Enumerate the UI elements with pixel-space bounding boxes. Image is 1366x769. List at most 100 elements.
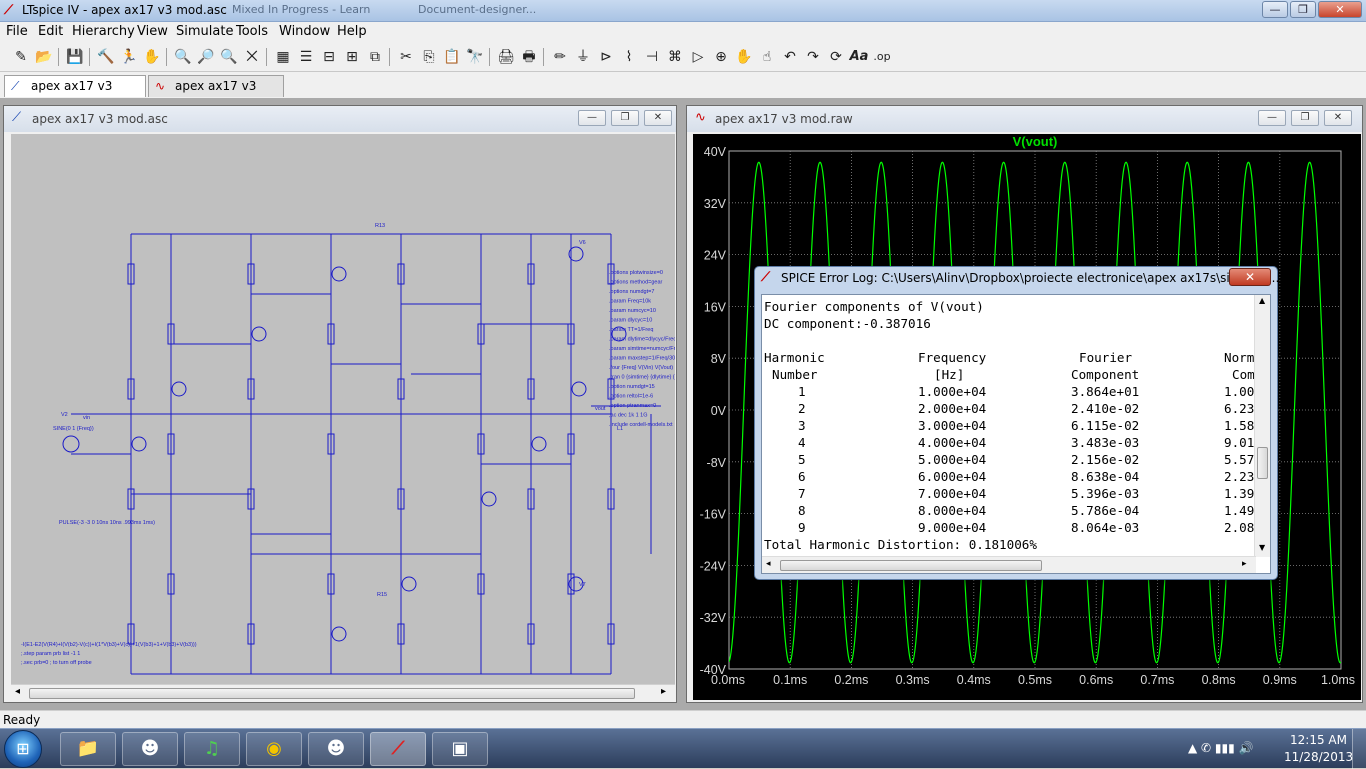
taskbar-music-icon[interactable]: ♫ (184, 732, 240, 766)
resistor-symbol[interactable] (397, 623, 405, 645)
spice-directive[interactable]: .param TT=1/Freq (609, 327, 653, 333)
transistor-symbol[interactable] (131, 436, 147, 452)
spice-directive[interactable]: .param Freq=10k (609, 299, 651, 305)
dialog-close-button[interactable]: ✕ (1229, 268, 1271, 286)
resistor-symbol[interactable] (247, 623, 255, 645)
capacitor-icon[interactable]: ⊣ (645, 49, 659, 65)
spice-directive[interactable]: .option ptranmax=0 (609, 403, 656, 409)
resistor-symbol[interactable] (127, 263, 135, 285)
schematic-window-titlebar[interactable]: ⟋ apex ax17 v3 mod.asc — ❐ ✕ (4, 106, 676, 132)
spice-directive[interactable]: .options numdgt=7 (609, 289, 654, 295)
paste-icon[interactable]: 📋 (443, 49, 461, 65)
show-desktop-button[interactable] (1352, 729, 1366, 769)
resistor-symbol[interactable] (477, 433, 485, 455)
resistor-symbol[interactable] (247, 263, 255, 285)
start-button[interactable]: ⊞ (4, 730, 42, 768)
schematic-label[interactable]: R15 (377, 592, 387, 598)
resistor-symbol[interactable] (167, 323, 175, 345)
spice-directive[interactable]: .options plotwinsize=0 (609, 270, 663, 276)
zoom-in-icon[interactable]: 🔍 (174, 49, 192, 65)
transistor-symbol[interactable] (331, 626, 347, 642)
waveform-window-titlebar[interactable]: ∿ apex ax17 v3 mod.raw — ❐ ✕ (687, 106, 1362, 132)
spice-directive[interactable]: ;ac dec 1k 1 1G (609, 413, 648, 419)
copy-icon[interactable]: ⎘ (423, 49, 435, 65)
resistor-symbol[interactable] (527, 488, 535, 510)
spice-directive[interactable]: .param numcyc=10 (609, 308, 656, 314)
resistor-symbol[interactable] (607, 623, 615, 645)
schematic-label[interactable]: vin (83, 415, 90, 421)
resistor-symbol[interactable] (327, 573, 335, 595)
halt-icon[interactable]: ✋ (143, 49, 161, 65)
scroll-up-arrow-icon[interactable]: ▲ (1259, 296, 1266, 305)
taskbar-explorer-icon[interactable]: 📁 (60, 732, 116, 766)
transistor-symbol[interactable] (611, 326, 627, 342)
spice-directive-icon[interactable]: .op (873, 50, 891, 63)
print-icon[interactable]: 🖶 (522, 49, 536, 65)
system-tray-icons[interactable]: ▲ ✆ ▮▮▮ 🔊 (1188, 741, 1254, 755)
schematic-restore-button[interactable]: ❐ (611, 110, 639, 126)
scroll-right-arrow-icon[interactable]: ▸ (1242, 559, 1247, 569)
transistor-symbol[interactable] (571, 381, 587, 397)
schematic-minimize-button[interactable]: — (578, 110, 606, 126)
tile-vertical-icon[interactable]: ⊟ (323, 49, 335, 65)
inductor-icon[interactable]: ⌘ (668, 49, 682, 65)
waveform-minimize-button[interactable]: — (1258, 110, 1286, 126)
voltage-source-symbol[interactable] (568, 246, 584, 262)
menu-view[interactable]: View (137, 24, 168, 39)
resistor-symbol[interactable] (127, 488, 135, 510)
spice-directive[interactable]: .four {Freq} V(Vin) V(Vout) (609, 365, 673, 371)
app-titlebar[interactable]: ⟋ LTspice IV - apex ax17 v3 mod.asc Mixe… (0, 0, 1366, 22)
find-icon[interactable]: 🔭 (466, 49, 484, 65)
resistor-symbol[interactable] (477, 573, 485, 595)
cascade-icon[interactable]: ⊞ (346, 49, 358, 65)
resistor-symbol[interactable] (247, 488, 255, 510)
schematic-drawing[interactable]: .options plotwinsize=0.options method=ge… (11, 134, 698, 684)
resistor-symbol[interactable] (567, 433, 575, 455)
menu-edit[interactable]: Edit (38, 24, 64, 39)
spice-directive[interactable]: .param maxstep=1/Freq/300 (609, 356, 678, 362)
maximize-button[interactable]: ❐ (1290, 1, 1316, 18)
waveform-close-button[interactable]: ✕ (1324, 110, 1352, 126)
redo-icon[interactable]: ↷ (807, 49, 819, 65)
transistor-symbol[interactable] (171, 381, 187, 397)
schematic-label[interactable]: V2 (61, 412, 68, 418)
menu-window[interactable]: Window (279, 24, 331, 39)
control-panel-icon[interactable]: 🔨 (97, 49, 115, 65)
resistor-symbol[interactable] (397, 263, 405, 285)
resistor-symbol[interactable] (567, 323, 575, 345)
transistor-symbol[interactable] (401, 576, 417, 592)
autorange-icon[interactable]: ▦ (276, 49, 290, 65)
resistor-symbol[interactable] (397, 378, 405, 400)
diode-icon[interactable]: ▷ (692, 49, 704, 65)
resistor-symbol[interactable] (397, 488, 405, 510)
component-icon[interactable]: ⊕ (715, 49, 727, 65)
scroll-down-arrow-icon[interactable]: ▼ (1259, 543, 1266, 552)
resistor-symbol[interactable] (607, 378, 615, 400)
resistor-symbol[interactable] (527, 378, 535, 400)
resistor-symbol[interactable] (327, 433, 335, 455)
taskbar-messenger-icon[interactable]: ☻ (308, 732, 364, 766)
draw-wire-icon[interactable]: ✏ (554, 49, 566, 65)
move-icon[interactable]: ✋ (735, 49, 753, 65)
voltage-source-symbol[interactable] (62, 435, 80, 453)
taskbar-ltspice-icon[interactable]: ⟋ (370, 732, 426, 766)
schematic-close-button[interactable]: ✕ (644, 110, 672, 126)
spice-directive[interactable]: .param simtime=numcyc/Freq (609, 346, 682, 352)
transistor-symbol[interactable] (531, 436, 547, 452)
scroll-left-arrow-icon[interactable]: ◂ (15, 686, 21, 697)
dialog-vscroll-thumb[interactable] (1257, 447, 1268, 479)
schematic-label[interactable]: V7 (579, 582, 586, 588)
resistor-symbol[interactable] (327, 323, 335, 345)
clock-time[interactable]: 12:15 AM (1290, 733, 1347, 747)
schematic-label[interactable]: R13 (375, 223, 385, 229)
schematic-window[interactable]: ⟋ apex ax17 v3 mod.asc — ❐ ✕ .options pl… (3, 105, 698, 703)
new-schematic-icon[interactable]: ✎ (15, 49, 27, 65)
cut-icon[interactable]: ✂ (400, 49, 412, 65)
print-setup-icon[interactable]: 🖨 (497, 49, 515, 65)
label-net-icon[interactable]: ⊳ (600, 49, 612, 65)
text-icon[interactable]: Aa (849, 49, 869, 64)
scroll-left-arrow-icon[interactable]: ◂ (766, 559, 771, 569)
ground-icon[interactable]: ⏚ (576, 49, 590, 65)
run-icon[interactable]: 🏃 (120, 49, 138, 65)
resistor-symbol[interactable] (477, 323, 485, 345)
